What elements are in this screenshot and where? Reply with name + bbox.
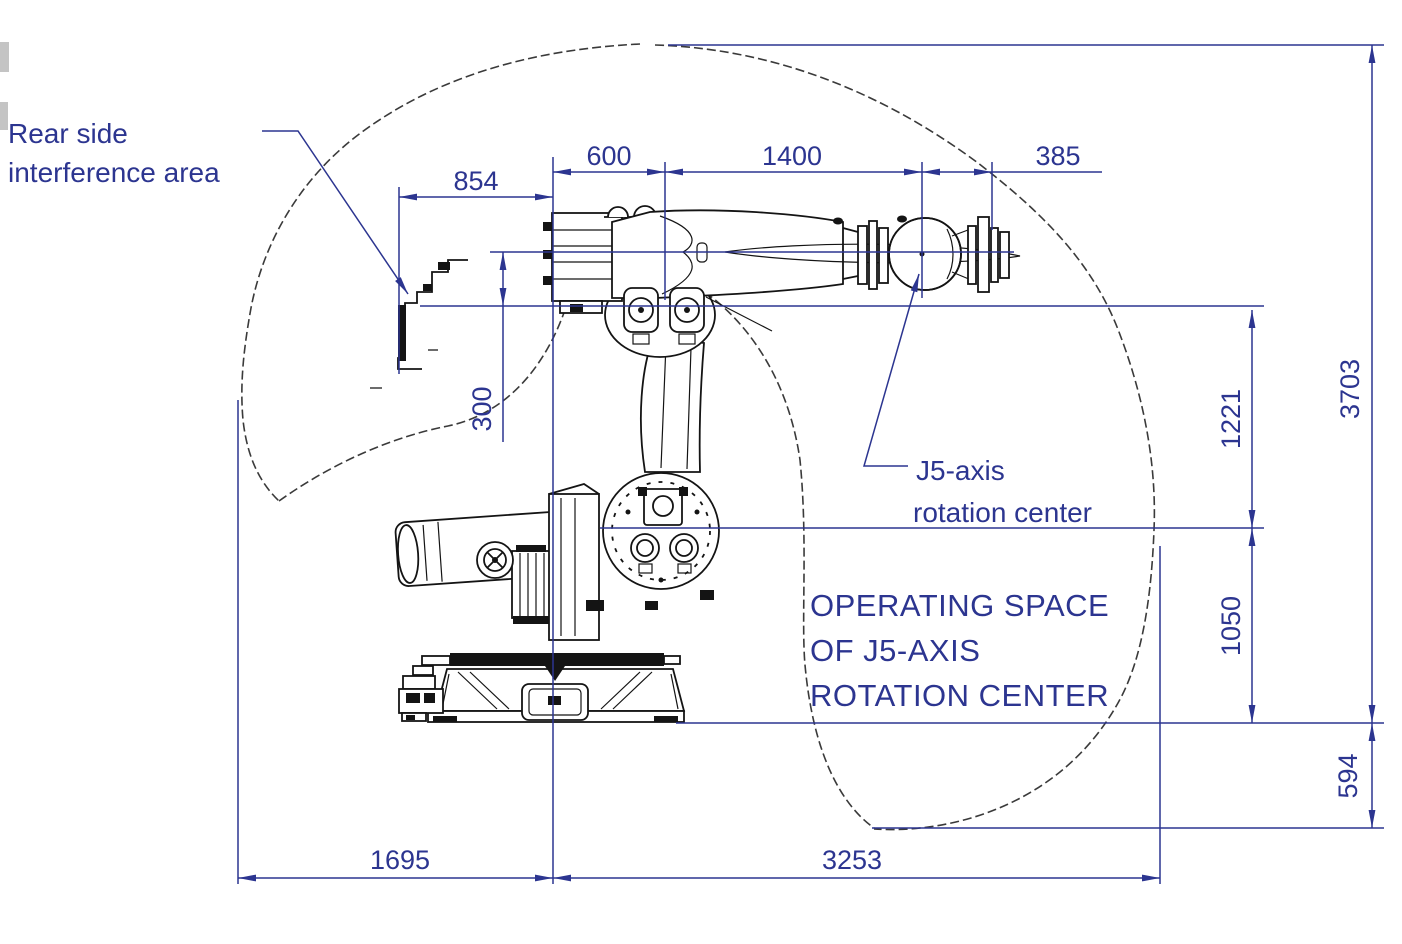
scan-artifact (0, 102, 8, 130)
dim-label-1695: 1695 (370, 845, 430, 875)
elbow-motor-pair (623, 287, 705, 345)
robot-illustration (370, 205, 1021, 723)
dim-label-600: 600 (586, 141, 631, 171)
j5-label-line1: J5-axis (916, 455, 1005, 486)
operating-space-line3: ROTATION CENTER (810, 678, 1109, 713)
dim-label-1221: 1221 (1216, 389, 1246, 449)
dim-label-3253: 3253 (822, 845, 882, 875)
dimension-layer (237, 44, 1384, 884)
j5-rotation-center-label: J5-axis rotation center (913, 455, 1092, 528)
shoulder-disc (602, 472, 720, 610)
operating-space-line2: OF J5-AXIS (810, 633, 980, 668)
robot-upper-arm (639, 335, 705, 473)
envelope-outer-right-arc (654, 44, 1156, 831)
rear-interference-bracket (370, 259, 468, 389)
j1-gearbox (511, 545, 551, 624)
envelope-inner-right-arc (704, 291, 875, 829)
robot-forearm (604, 205, 1021, 332)
envelope-rear-inner-arc (278, 303, 568, 502)
j5-label-line2: rotation center (913, 497, 1092, 528)
operating-space-label: OPERATING SPACE OF J5-AXIS ROTATION CENT… (810, 588, 1109, 713)
dim-label-854: 854 (453, 166, 498, 196)
j1-axis-marker (545, 666, 565, 681)
dim-label-594: 594 (1333, 753, 1363, 798)
envelope-outer-left-arc (241, 43, 641, 502)
dim-label-385: 385 (1035, 141, 1080, 171)
robot-wrist (842, 216, 1010, 293)
dim-label-300: 300 (467, 386, 497, 431)
dim-label-3703: 3703 (1335, 359, 1365, 419)
dim-label-1050: 1050 (1216, 596, 1246, 656)
robot-base (398, 653, 686, 723)
rear-side-label-line2: interference area (8, 157, 220, 188)
motor-end-bell (476, 541, 514, 579)
rear-side-label-line1: Rear side (8, 118, 128, 149)
leader-j5-rotation-center (863, 273, 920, 467)
rear-side-interference-label: Rear side interference area (8, 118, 220, 188)
robot-turret (548, 483, 604, 641)
operating-space-line1: OPERATING SPACE (810, 588, 1109, 623)
leader-rear-interference (262, 130, 409, 295)
scan-artifact (0, 42, 9, 72)
operating-space-envelope (241, 43, 1156, 831)
dim-label-1400: 1400 (762, 141, 822, 171)
